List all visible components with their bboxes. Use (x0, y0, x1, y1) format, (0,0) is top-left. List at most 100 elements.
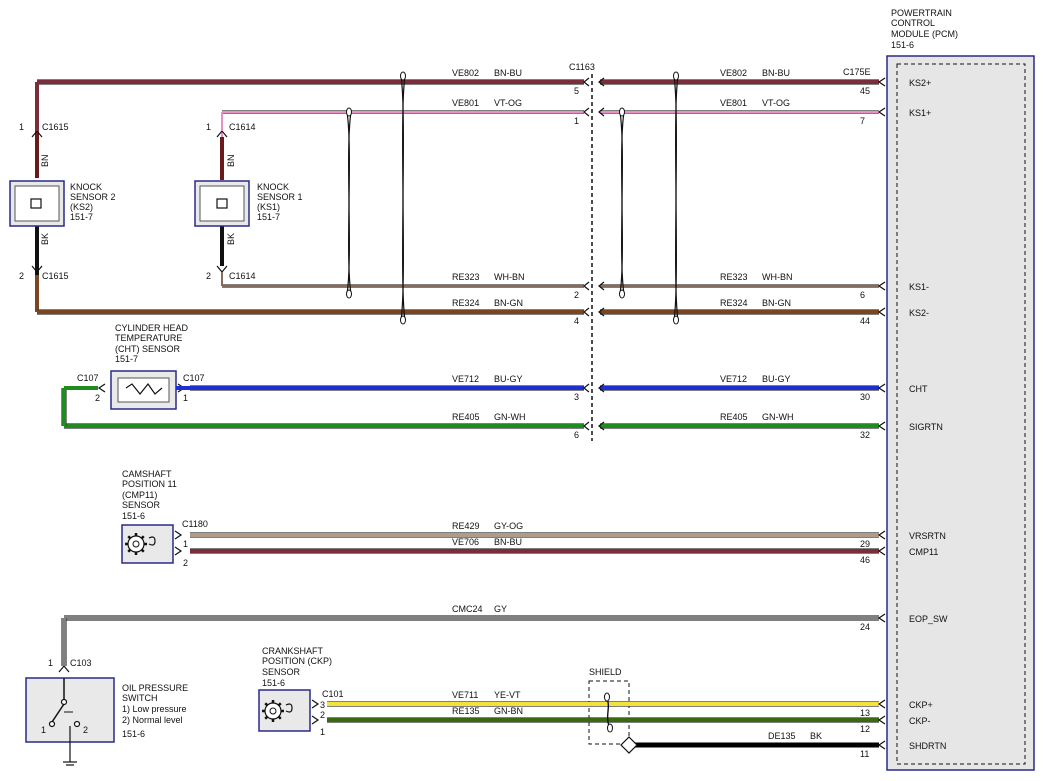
wire-circuit-label: VE712 (720, 374, 747, 384)
wire-ve802 (37, 77, 886, 87)
inline-terminal (583, 77, 590, 87)
wire-circuit-label: VE706 (452, 537, 479, 547)
inline-pin-number: 6 (574, 430, 579, 440)
pcm-pin-name: VRSRTN (909, 531, 946, 541)
twisted-pair-mark (346, 111, 352, 295)
twisted-pair-end (346, 107, 352, 117)
oil-switch-inner-pin: 2 (83, 725, 88, 735)
gear-tooth (277, 715, 282, 720)
ks2-terminal-bottom (31, 265, 43, 273)
c1163-label: C1163 (569, 62, 595, 72)
oil-switch-title-line: 2) Normal level (122, 715, 183, 725)
pcm-pin-name: CHT (909, 384, 928, 394)
pcm-pin-number: 24 (860, 622, 870, 632)
pcm-pin-terminal (877, 107, 886, 117)
pcm-pin-terminal (877, 715, 886, 725)
ks1-connector-top: C1614 (229, 122, 256, 132)
wire-color-label: BN-BU (494, 68, 522, 78)
wire-ve712 (190, 383, 886, 393)
pcm-pin-number: 32 (860, 430, 870, 440)
cmp-terminal (174, 530, 183, 540)
oil-switch-title-line: 151-6 (122, 729, 145, 739)
inline-pin-number: 3 (574, 392, 579, 402)
pcm-pin-name: CKP- (909, 716, 931, 726)
oil-switch-inner-pin: 1 (41, 725, 46, 735)
ks2-title-line: SENSOR 2 (70, 192, 116, 202)
cht-sensor: CYLINDER HEAD TEMPERATURE (CHT) SENSOR 1… (77, 323, 205, 410)
pcm-pin-number: 6 (860, 290, 865, 300)
ks1-title-line: KNOCK (257, 182, 289, 192)
pcm-pin-number: 30 (860, 392, 870, 402)
ckp-terminal (311, 699, 320, 709)
pcm-pin-name: KS1+ (909, 108, 931, 118)
pcm-module: POWERTRAIN CONTROL MODULE (PCM) 151-6 C1… (843, 8, 1035, 771)
wire-circuit-label: RE324 (452, 298, 480, 308)
cmp-title-line: CAMSHAFT (122, 469, 172, 479)
cht-terminal (97, 383, 106, 393)
inline-pin-number: 1 (574, 116, 579, 126)
twisted-pair-end (604, 692, 610, 702)
pcm-title-line: 151-6 (891, 40, 914, 50)
wire-circuit-label: RE323 (452, 272, 480, 282)
wire-color-label: BU-GY (494, 374, 523, 384)
wire-re323 (222, 281, 886, 291)
gear-hub (132, 540, 140, 548)
cht-title-line: (CHT) SENSOR (115, 344, 181, 354)
inline-terminal (598, 383, 605, 393)
inline-pin-number: 5 (574, 86, 579, 96)
twisted-pair-end (673, 71, 679, 81)
pcm-inner-border (896, 63, 1026, 765)
twisted-pair-end (619, 289, 625, 299)
oil-switch-title-line: 1) Low pressure (122, 704, 187, 714)
knock-sensor-2: KNOCK SENSOR 2 (KS2) 151-7 C1615 C1615 1… (9, 82, 116, 312)
wire-color-label: GN-WH (762, 412, 794, 422)
pickup-coil-icon (148, 536, 156, 546)
inline-terminal (583, 281, 590, 291)
ckp-sensor: CRANKSHAFT POSITION (CKP) SENSOR 151-6 C… (258, 646, 630, 745)
wire-circuit-label: VE802 (452, 68, 479, 78)
shield-drain-icon (620, 736, 638, 754)
pcm-title-line: POWERTRAIN (891, 8, 952, 18)
wire-color-label: BU-GY (762, 374, 791, 384)
wire-circuit-label: RE323 (720, 272, 748, 282)
wire-color-label: WH-BN (494, 272, 525, 282)
oil-pressure-switch: 1 2 OIL PRESSURE SWITCH 1) Low pressure … (25, 658, 188, 766)
gear-tooth (127, 535, 132, 540)
cht-title-line: 151-7 (115, 354, 138, 364)
wire-color-label: VT-OG (494, 98, 522, 108)
oil-switch-title-line: SWITCH (122, 693, 158, 703)
cht-connector-left: C107 (77, 373, 99, 383)
pcm-pin-terminal (877, 421, 886, 431)
ks1-connector-bottom: C1614 (229, 271, 256, 281)
wire-circuit-label: CMC24 (452, 604, 483, 614)
pcm-pin-terminal (877, 613, 886, 623)
wire-color-label: BN-GN (762, 298, 791, 308)
pcm-pin-name: KS1- (909, 282, 929, 292)
ks2-title-line: KNOCK (70, 182, 102, 192)
twisted-pair-end (673, 315, 679, 325)
wire-circuit-label: VE711 (452, 690, 478, 700)
shield-label: SHIELD (589, 667, 622, 677)
ckp-terminal (311, 715, 320, 725)
pcm-pin-number: 46 (860, 555, 870, 565)
wire-color-label: WH-BN (762, 272, 793, 282)
inline-pin-number: 4 (574, 316, 579, 326)
inline-terminal (598, 77, 605, 87)
pcm-body (886, 55, 1035, 771)
wire-ve711 (327, 699, 886, 709)
ks2-title-line: 151-7 (70, 212, 93, 222)
oil-switch-pin: 1 (48, 658, 53, 668)
pcm-pin-number: 44 (860, 316, 870, 326)
wire-re324 (37, 307, 886, 317)
cht-title-line: TEMPERATURE (115, 333, 182, 343)
pcm-pin-number: 29 (860, 539, 870, 549)
cmp-connector-label: C1180 (182, 519, 208, 529)
ks1-pin-bottom: 2 (206, 271, 211, 281)
ckp-title-line: POSITION (CKP) (262, 656, 332, 666)
knock-sensor-1: KNOCK SENSOR 1 (KS1) 151-7 C1614 C1614 1… (194, 112, 303, 286)
twisted-pair-end (400, 71, 406, 81)
twisted-pair-mark (400, 75, 406, 321)
